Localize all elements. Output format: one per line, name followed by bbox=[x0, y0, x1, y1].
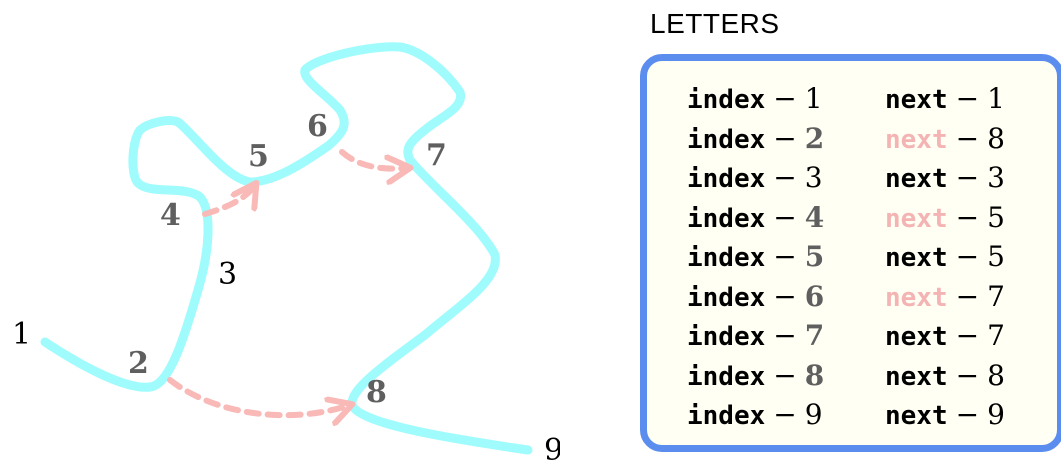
cyan-path bbox=[40, 42, 533, 455]
next-keyword: next bbox=[885, 282, 948, 313]
next-cell: next−8 bbox=[885, 359, 1061, 392]
next-keyword: next bbox=[885, 203, 948, 234]
label-7: 7 bbox=[426, 138, 447, 173]
index-keyword: index bbox=[687, 361, 766, 392]
index-cell: index−2 bbox=[687, 122, 885, 155]
index-value: 6 bbox=[804, 279, 825, 313]
dash-sign: − bbox=[773, 161, 797, 195]
label-8: 8 bbox=[366, 375, 387, 410]
arrow-2-to-8 bbox=[167, 377, 350, 415]
dash-sign: − bbox=[955, 279, 980, 313]
next-keyword: next bbox=[885, 85, 948, 116]
index-cell: index−4 bbox=[687, 201, 885, 234]
dash-sign: − bbox=[955, 161, 980, 195]
next-value: 7 bbox=[987, 279, 1005, 313]
dash-sign: − bbox=[773, 279, 797, 313]
index-keyword: index bbox=[687, 85, 766, 116]
index-cell: index−5 bbox=[687, 240, 885, 273]
index-value: 7 bbox=[804, 319, 825, 353]
label-1: 1 bbox=[12, 317, 31, 352]
dash-sign: − bbox=[955, 398, 980, 432]
dash-sign: − bbox=[955, 358, 980, 392]
index-cell: index−1 bbox=[687, 82, 885, 115]
index-keyword: index bbox=[687, 124, 766, 155]
next-keyword: next bbox=[885, 361, 948, 392]
dash-sign: − bbox=[955, 200, 980, 234]
index-value: 2 bbox=[804, 121, 825, 155]
next-cell: next−1 bbox=[885, 82, 1061, 115]
dash-sign: − bbox=[773, 200, 797, 234]
next-cell: next−5 bbox=[885, 201, 1061, 234]
index-value: 8 bbox=[804, 358, 825, 392]
dash-sign: − bbox=[955, 121, 980, 155]
dash-sign: − bbox=[773, 240, 797, 274]
index-value: 9 bbox=[804, 398, 823, 432]
index-value: 1 bbox=[804, 82, 823, 116]
index-cell: index−8 bbox=[687, 359, 885, 392]
dash-sign: − bbox=[955, 240, 980, 274]
panel-title: LETTERS bbox=[650, 8, 780, 39]
index-value: 4 bbox=[804, 200, 825, 234]
next-keyword: next bbox=[885, 164, 948, 195]
next-keyword: next bbox=[885, 124, 948, 155]
label-5: 5 bbox=[248, 139, 269, 174]
index-keyword: index bbox=[687, 282, 766, 313]
index-keyword: index bbox=[687, 164, 766, 195]
next-value: 5 bbox=[987, 200, 1005, 234]
next-keyword: next bbox=[885, 401, 948, 432]
next-value: 5 bbox=[987, 240, 1005, 274]
index-value: 5 bbox=[804, 240, 825, 274]
index-keyword: index bbox=[687, 401, 766, 432]
dash-sign: − bbox=[955, 82, 980, 116]
next-cell: next−7 bbox=[885, 319, 1061, 352]
dash-sign: − bbox=[773, 82, 797, 116]
next-keyword: next bbox=[885, 322, 948, 353]
next-value: 9 bbox=[987, 398, 1005, 432]
arrow-6-to-7 bbox=[339, 149, 408, 169]
dash-sign: − bbox=[773, 319, 797, 353]
dash-sign: − bbox=[955, 319, 980, 353]
index-cell: index−6 bbox=[687, 280, 885, 313]
next-value: 3 bbox=[987, 161, 1005, 195]
label-3: 3 bbox=[218, 257, 237, 292]
dash-sign: − bbox=[773, 121, 797, 155]
label-6: 6 bbox=[307, 109, 328, 144]
next-value: 7 bbox=[987, 319, 1005, 353]
label-9: 9 bbox=[544, 433, 560, 468]
index-keyword: index bbox=[687, 243, 766, 274]
arrow-4-to-5 bbox=[202, 185, 255, 217]
next-value: 8 bbox=[987, 358, 1005, 392]
curve-diagram: 1 2 3 4 5 6 7 8 9 bbox=[12, 42, 560, 468]
index-value: 3 bbox=[804, 161, 823, 195]
next-cell: next−3 bbox=[885, 161, 1061, 194]
index-cell: index−9 bbox=[687, 398, 885, 431]
next-cell: next−9 bbox=[885, 398, 1061, 431]
next-value: 8 bbox=[987, 121, 1005, 155]
next-cell: next−5 bbox=[885, 240, 1061, 273]
label-4: 4 bbox=[160, 198, 181, 233]
next-keyword: next bbox=[885, 243, 948, 274]
index-cell: index−3 bbox=[687, 161, 885, 194]
next-value: 1 bbox=[987, 82, 1005, 116]
index-keyword: index bbox=[687, 322, 766, 353]
dash-sign: − bbox=[773, 398, 797, 432]
index-keyword: index bbox=[687, 203, 766, 234]
index-cell: index−7 bbox=[687, 319, 885, 352]
next-cell: next−7 bbox=[885, 280, 1061, 313]
next-cell: next−8 bbox=[885, 122, 1061, 155]
label-2: 2 bbox=[128, 346, 149, 381]
dash-sign: − bbox=[773, 358, 797, 392]
